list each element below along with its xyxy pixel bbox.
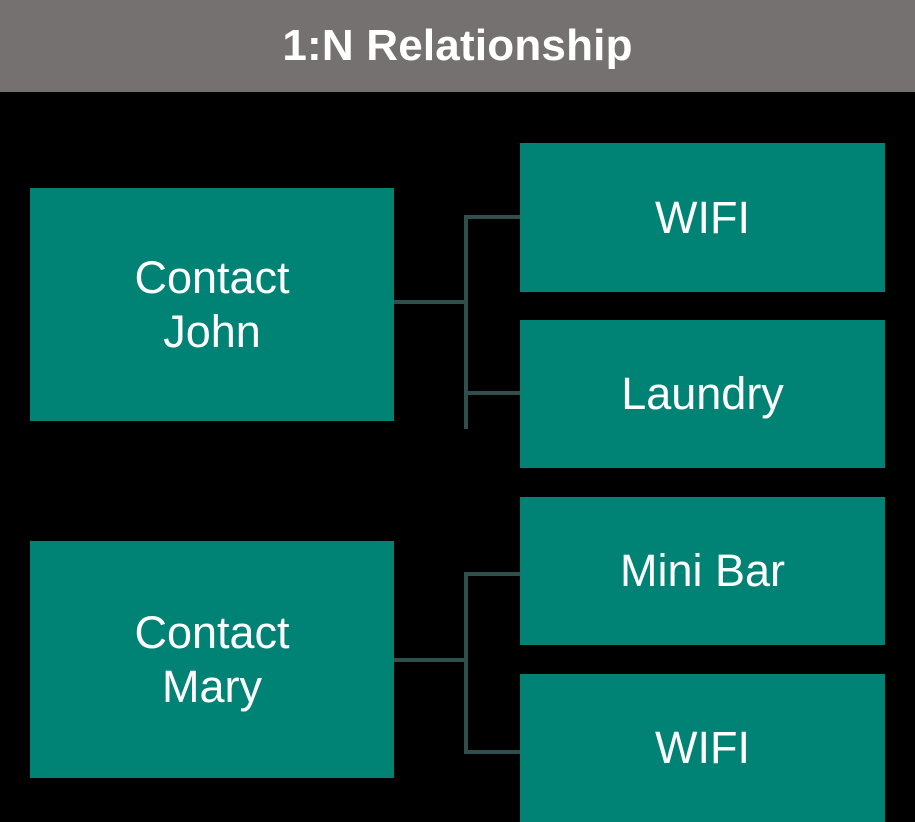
node-laundry[interactable]: Laundry <box>520 320 885 468</box>
connector-mary-to-mini-bar <box>464 572 522 576</box>
connector-mary-stem <box>394 658 468 662</box>
page-title: 1:N Relationship <box>282 21 633 70</box>
relationship-diagram: Contact John Contact Mary WIFI Laundry M… <box>0 92 915 822</box>
node-contact-mary[interactable]: Contact Mary <box>30 541 394 778</box>
connector-john-stem <box>394 300 468 304</box>
node-wifi-2-label: WIFI <box>655 722 750 774</box>
connector-mary-to-wifi <box>464 750 522 754</box>
connector-john-to-wifi <box>464 215 522 219</box>
node-contact-mary-label: Contact Mary <box>134 607 290 712</box>
node-wifi-1-label: WIFI <box>655 191 750 243</box>
node-contact-john-label: Contact John <box>134 252 290 357</box>
connector-mary-spine <box>464 572 468 754</box>
node-wifi-1[interactable]: WIFI <box>520 143 885 292</box>
node-mini-bar-label: Mini Bar <box>619 545 786 597</box>
connector-john-to-laundry <box>464 391 522 395</box>
slide-header-bar: 1:N Relationship <box>0 0 915 92</box>
node-mini-bar[interactable]: Mini Bar <box>520 497 885 645</box>
node-contact-john[interactable]: Contact John <box>30 188 394 421</box>
node-wifi-2[interactable]: WIFI <box>520 674 885 822</box>
connector-john-spine <box>464 215 468 429</box>
node-laundry-label: Laundry <box>621 368 784 420</box>
